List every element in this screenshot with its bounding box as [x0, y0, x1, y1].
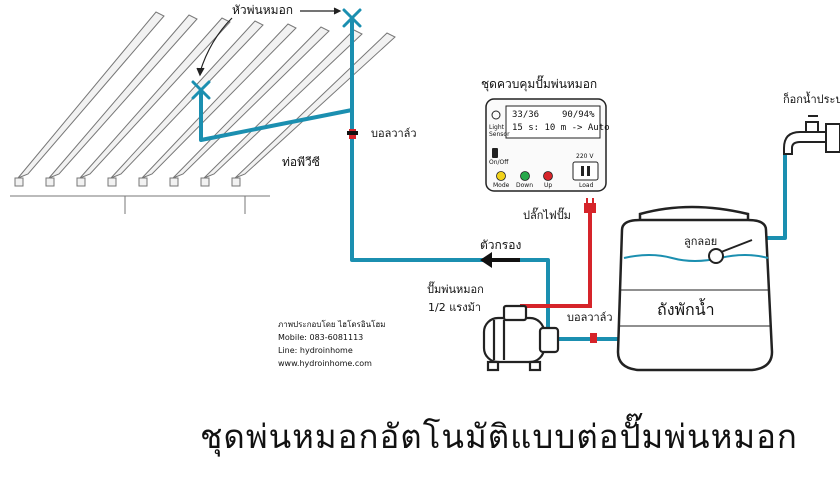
- lcd-row1-left: 33/36: [512, 110, 540, 120]
- purlin-post: [14, 177, 24, 187]
- up-button-label: Up: [544, 182, 553, 189]
- top-valve-label: บอลวาล์ว: [371, 127, 417, 140]
- controller-box-icon: [485, 98, 607, 192]
- purlin-post: [138, 177, 148, 187]
- purlin-post: [169, 177, 179, 187]
- pump-power-label: 1/2 แรงม้า: [428, 301, 481, 314]
- pvc-pipe-label: ท่อพีวีซี: [282, 155, 320, 169]
- sprinkler-x-icon: [342, 8, 362, 28]
- credit-line-2: Mobile: 083-6081113: [278, 333, 364, 342]
- onoff-label: On/Off: [489, 159, 509, 166]
- valve-icon: [347, 129, 358, 139]
- credit-line-4: www.hydroinhome.com: [278, 359, 372, 368]
- riser-pipe: [350, 110, 550, 339]
- purlin: [203, 29, 363, 179]
- bottom-valve-label: บอลวาล์ว: [567, 311, 613, 324]
- load-label: Load: [579, 182, 594, 189]
- float-ball-icon: [708, 239, 753, 264]
- purlin: [110, 20, 264, 179]
- purlin: [234, 32, 396, 179]
- purlin-post: [107, 177, 117, 187]
- lcd-row2: 15 s: 10 m -> Auto: [512, 123, 610, 133]
- purlin-post: [231, 177, 241, 187]
- purlin: [79, 17, 231, 179]
- purlin: [172, 26, 330, 179]
- lcd-row1-right: 90/94%: [562, 110, 595, 120]
- voltage-label: 220 V: [576, 153, 594, 160]
- down-button-label: Down: [516, 182, 534, 189]
- diagram-title: ชุดพ่นหมอกอัตโนมัติแบบต่อปั๊มพ่นหมอก: [200, 417, 798, 456]
- sprinkler-heads-label: หัวพ่นหมอก: [232, 3, 294, 17]
- filter-arrow-icon: [480, 252, 520, 268]
- credit-line-3: Line: hydroinhome: [278, 346, 353, 355]
- plug-label: ปลั๊กไฟปั๊ม: [523, 209, 571, 222]
- sprinkler-branch-pipe: [199, 18, 354, 142]
- water-tank-icon: [616, 205, 774, 372]
- float-label: ลูกลอย: [684, 235, 718, 248]
- credit-line-1: ภาพประกอบโดย ไฮโดรอินโฮม: [278, 320, 386, 329]
- faucet-label: ก็อกน้ำประปา: [783, 93, 840, 106]
- valve-icon: [590, 333, 597, 343]
- filter-label: ตัวกรอง: [480, 238, 522, 252]
- pump-label: ปั๊มพ่นหมอก: [427, 283, 484, 296]
- sprinkler-label-leaders: [196, 7, 342, 77]
- light-sensor-label: Light Sensor: [489, 124, 510, 138]
- plug-icon: [584, 198, 596, 213]
- mode-button-label: Mode: [493, 182, 510, 189]
- purlin-post: [200, 177, 210, 187]
- faucet-icon: [783, 115, 840, 155]
- purlin-post: [76, 177, 86, 187]
- purlin: [17, 11, 165, 179]
- controller-label: ชุดควบคุมปั๊มพ่นหมอก: [481, 77, 598, 91]
- purlin: [48, 14, 198, 179]
- sprinkler-x-icon: [191, 80, 211, 100]
- purlin: [141, 23, 297, 179]
- power-cable: [520, 208, 592, 308]
- tank-label: ถังพักน้ำ: [657, 300, 715, 319]
- pump-motor-icon: [482, 304, 560, 372]
- greenhouse-frame: [10, 11, 396, 214]
- purlin-post: [45, 177, 55, 187]
